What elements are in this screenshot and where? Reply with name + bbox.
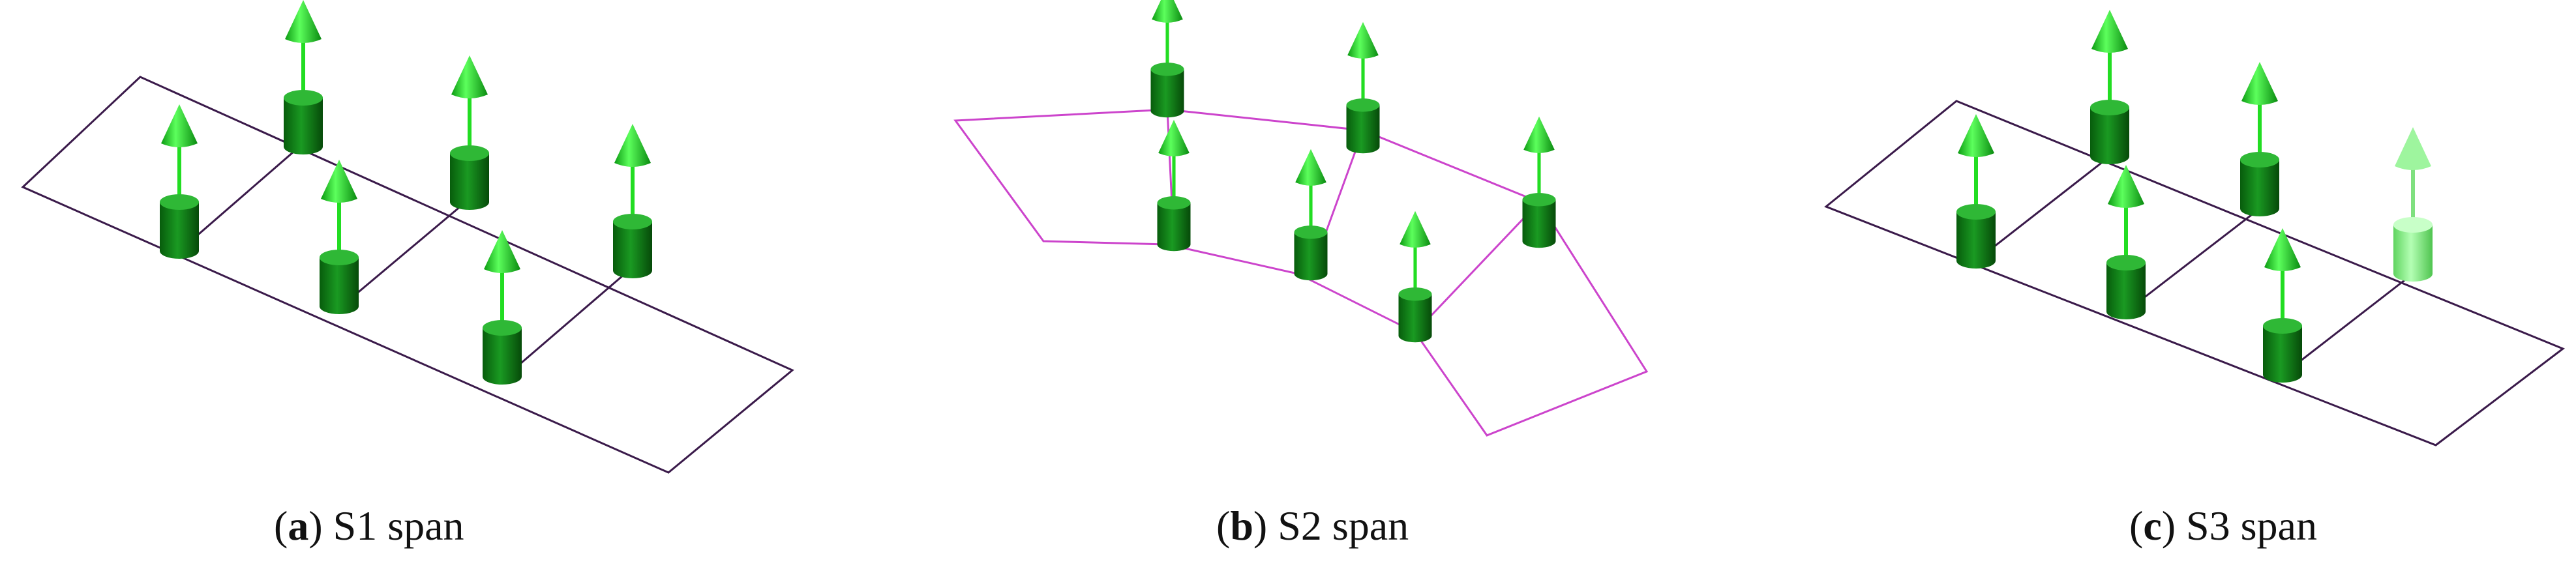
arrow-head-icon: [2395, 127, 2431, 170]
panel-a: [21, 0, 794, 474]
caption-a-label: S1 span: [333, 503, 464, 549]
caption-a: (a) S1 span: [274, 503, 464, 549]
load-marker: [2393, 127, 2433, 282]
cylinder-top: [2090, 100, 2129, 115]
caption-b: (b) S2 span: [1216, 503, 1409, 549]
arrow-head-icon: [614, 124, 651, 167]
arrow-head-icon: [484, 230, 520, 273]
load-marker: [1956, 114, 1996, 269]
cylinder-top: [2263, 318, 2302, 334]
load-marker: [1150, 0, 1184, 118]
cylinder-icon: [1522, 199, 1556, 248]
cylinder-top: [1398, 287, 1432, 301]
cylinder-top: [284, 90, 323, 106]
cylinder-top: [1346, 98, 1380, 112]
cylinder-icon: [1150, 69, 1184, 118]
cylinder-top: [1294, 226, 1328, 239]
cylinder-icon: [2090, 108, 2129, 164]
cylinder-icon: [320, 257, 359, 314]
load-marker: [1522, 116, 1556, 248]
load-marker: [1346, 22, 1380, 154]
arrow-head-icon: [1523, 116, 1555, 153]
cylinder-icon: [2263, 326, 2302, 383]
cylinder-top: [1150, 63, 1184, 76]
cylinder-top: [320, 250, 359, 265]
cylinder-icon: [1294, 232, 1328, 281]
panel-b-load-markers: [1150, 0, 1556, 343]
arrow-head-icon: [2264, 228, 2301, 271]
arrow-head-icon: [1295, 149, 1326, 186]
load-marker: [320, 160, 359, 314]
panel-c-load-markers: [1956, 10, 2433, 383]
panel-b: [953, 0, 1649, 437]
load-marker: [450, 55, 489, 210]
cylinder-top: [1956, 204, 1996, 220]
load-marker: [2106, 165, 2146, 319]
panel-a-load-markers: [160, 0, 652, 385]
arrow-head-icon: [1958, 114, 1994, 157]
caption-b-letter: b: [1230, 503, 1253, 549]
arrow-head-icon: [321, 160, 357, 203]
load-marker: [1157, 119, 1191, 252]
load-marker: [613, 124, 652, 278]
cylinder-icon: [2106, 263, 2146, 319]
load-marker: [284, 0, 323, 154]
arrow-head-icon: [1158, 119, 1190, 156]
cylinder-top: [1522, 193, 1556, 207]
cylinder-icon: [1398, 294, 1432, 343]
caption-a-letter: a: [288, 503, 309, 549]
load-marker: [2240, 62, 2279, 216]
caption-c: (c) S3 span: [2129, 503, 2317, 549]
cylinder-top: [483, 320, 522, 336]
arrow-head-icon: [2241, 62, 2278, 105]
arrow-head-icon: [1347, 22, 1379, 59]
panel-a-grid: [21, 76, 794, 474]
cylinder-top: [450, 145, 489, 161]
cylinder-icon: [1956, 212, 1996, 269]
arrow-head-icon: [2108, 165, 2144, 208]
cylinder-top: [160, 194, 199, 210]
cylinder-top: [2240, 152, 2279, 168]
arrow-head-icon: [161, 104, 198, 147]
cylinder-top: [2393, 217, 2433, 233]
cylinder-icon: [1346, 105, 1380, 154]
cylinder-icon: [160, 202, 199, 259]
cylinder-top: [1157, 196, 1191, 210]
caption-c-letter: c: [2143, 503, 2162, 549]
cylinder-icon: [450, 153, 489, 210]
load-marker: [483, 230, 522, 385]
panel-c: [1824, 10, 2566, 446]
cylinder-icon: [1157, 203, 1191, 252]
arrow-head-icon: [1152, 0, 1183, 23]
cylinder-icon: [483, 328, 522, 385]
load-marker: [1398, 211, 1432, 343]
cylinder-icon: [2393, 225, 2433, 282]
cylinder-top: [613, 214, 652, 229]
caption-b-label: S2 span: [1278, 503, 1409, 549]
arrow-head-icon: [285, 0, 322, 43]
cylinder-icon: [2240, 160, 2279, 216]
caption-c-label: S3 span: [2186, 503, 2317, 549]
panel-c-grid: [1824, 100, 2566, 446]
cylinder-icon: [284, 98, 323, 154]
arrow-head-icon: [2091, 10, 2128, 53]
cylinder-top: [2106, 255, 2146, 270]
load-marker: [160, 104, 199, 259]
load-marker: [2263, 228, 2302, 383]
cylinder-icon: [613, 222, 652, 278]
load-marker: [2090, 10, 2129, 164]
arrow-head-icon: [451, 55, 488, 98]
arrow-head-icon: [1400, 211, 1431, 248]
load-marker: [1294, 149, 1328, 281]
